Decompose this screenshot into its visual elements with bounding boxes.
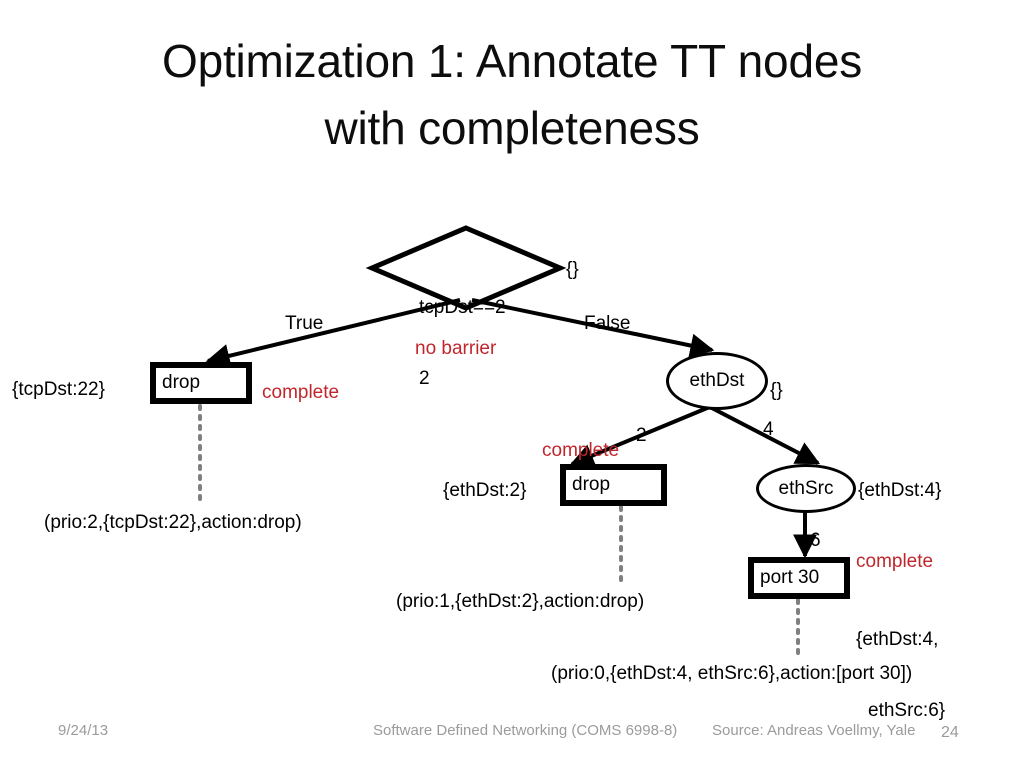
node-ethsrc-label: ethSrc xyxy=(778,477,834,499)
page-title-line-2: with completeness xyxy=(324,101,700,154)
status-complete-drop-mid: complete xyxy=(542,440,620,461)
node-ethsrc[interactable]: ethSrc xyxy=(756,464,856,513)
edge-label-false: False xyxy=(584,313,631,334)
node-ethdst-annotation: {} xyxy=(770,380,783,401)
node-drop-mid-label: drop xyxy=(572,474,611,495)
slide-footer: 9/24/13 Software Defined Networking (COM… xyxy=(0,718,1024,754)
root-node-annotation: {} xyxy=(566,259,579,280)
node-port-30-label: port 30 xyxy=(760,567,820,588)
page-title-line-1: Optimization 1: Annotate TT nodes xyxy=(161,35,863,87)
match-set-ethdst-4-ethsrc-6: {ethDst:4, ethSrc:6} xyxy=(856,580,945,768)
flow-rule-1: (prio:2,{tcpDst:22},action:drop) xyxy=(44,512,302,533)
match-set-line-2: ethSrc:6} xyxy=(868,699,946,721)
footer-course: Software Defined Networking (COMS 6998-8… xyxy=(373,722,678,739)
footer-date: 9/24/13 xyxy=(58,722,109,739)
match-set-tcpdst-22: {tcpDst:22} xyxy=(12,379,105,400)
root-node-label[interactable]: tcpDst==2 2 xyxy=(419,248,506,438)
footer-slide-number: 24 xyxy=(941,724,959,741)
root-node-label-line-2: 2 xyxy=(419,367,430,389)
edge-label-ethsrc-6: 6 xyxy=(810,530,821,551)
match-set-ethdst-4: {ethDst:4} xyxy=(858,480,942,501)
node-drop-left[interactable]: drop xyxy=(150,362,252,404)
flow-rule-3: (prio:0,{ethDst:4, ethSrc:6},action:[por… xyxy=(551,663,913,684)
edge-label-true: True xyxy=(285,313,324,334)
flow-rule-2: (prio:1,{ethDst:2},action:drop) xyxy=(396,591,645,612)
footer-source: Source: Andreas Voellmy, Yale xyxy=(712,722,916,739)
root-node-label-line-1: tcpDst==2 xyxy=(419,296,506,318)
no-barrier-annotation: no barrier xyxy=(415,338,497,359)
status-complete-drop-left: complete xyxy=(262,382,340,403)
node-ethdst-label: ethDst xyxy=(689,370,745,391)
status-complete-port-30: complete xyxy=(856,551,934,572)
node-ethdst[interactable]: ethDst xyxy=(666,352,768,410)
edge-label-ethdst-4: 4 xyxy=(763,419,774,440)
page-title: Optimization 1: Annotate TT nodes with c… xyxy=(60,28,964,161)
node-port-30[interactable]: port 30 xyxy=(748,557,850,599)
node-drop-mid[interactable]: drop xyxy=(560,464,667,506)
edge-label-ethdst-2: 2 xyxy=(636,425,647,446)
match-set-line-1: {ethDst:4, xyxy=(856,628,939,650)
match-set-ethdst-2: {ethDst:2} xyxy=(443,480,527,501)
node-drop-left-label: drop xyxy=(162,372,201,393)
